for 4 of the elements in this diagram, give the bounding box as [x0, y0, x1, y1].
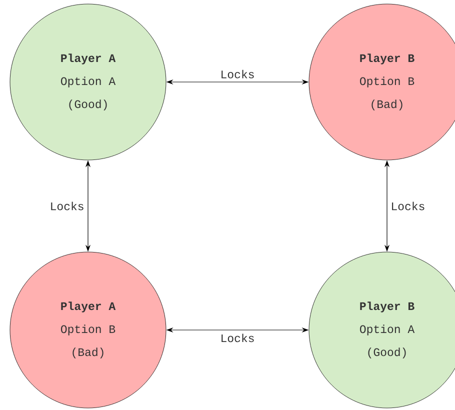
edge-label: Locks: [218, 68, 256, 80]
edge-label: Locks: [389, 200, 427, 212]
edge-label: Locks: [218, 332, 256, 344]
edge-label: Locks: [48, 200, 86, 212]
